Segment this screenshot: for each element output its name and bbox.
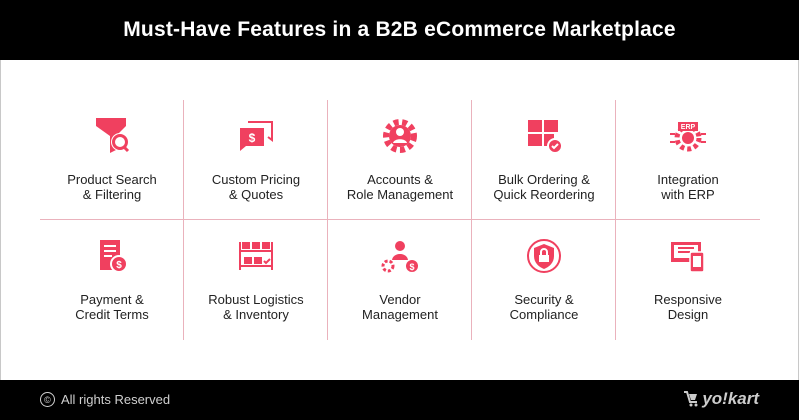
- feature-card: Accounts & Role Management: [328, 100, 472, 220]
- feature-card: Responsive Design: [616, 220, 760, 340]
- copyright-text: All rights Reserved: [61, 392, 171, 407]
- svg-text:ERP: ERP: [681, 124, 696, 131]
- svg-text:$: $: [116, 260, 122, 271]
- brand-logo: yo!kart: [683, 389, 759, 409]
- feature-card: $ Custom Pricing & Quotes: [184, 100, 328, 220]
- feature-grid: Product Search & Filtering $ Custom Pricin…: [40, 100, 760, 340]
- feature-label: Custom Pricing & Quotes: [211, 172, 301, 202]
- invoice-dollar-icon: $: [90, 234, 134, 278]
- header-bar: Must-Have Features in a B2B eCommerce Ma…: [0, 0, 799, 60]
- cart-icon: [684, 391, 698, 407]
- feature-label: Robust Logistics & Inventory: [208, 292, 304, 322]
- feature-label: Integration with ERP: [657, 172, 719, 202]
- feature-card: $ Payment & Credit Terms: [40, 220, 184, 340]
- shelf-boxes-icon: [234, 234, 278, 278]
- feature-label: Security & Compliance: [509, 292, 579, 322]
- feature-card: Bulk Ordering & Quick Reordering: [472, 100, 616, 220]
- funnel-search-icon: [90, 114, 134, 158]
- feature-card: Product Search & Filtering: [40, 100, 184, 220]
- feature-label: Accounts & Role Management: [346, 172, 454, 202]
- copyright-icon: ©: [40, 392, 55, 407]
- page-title: Must-Have Features in a B2B eCommerce Ma…: [123, 18, 676, 41]
- feature-label: Payment & Credit Terms: [75, 292, 149, 322]
- feature-card: Robust Logistics & Inventory: [184, 220, 328, 340]
- feature-card: Security & Compliance: [472, 220, 616, 340]
- feature-label: Bulk Ordering & Quick Reordering: [493, 172, 595, 202]
- erp-gear-icon: ERP: [666, 114, 710, 158]
- svg-text:$: $: [409, 262, 414, 272]
- price-chat-icon: $: [234, 114, 278, 158]
- feature-label: Vendor Management: [362, 292, 438, 322]
- feature-label: Product Search & Filtering: [67, 172, 157, 202]
- feature-card: ERP Integration with ERP: [616, 100, 760, 220]
- feature-card: $ Vendor Management: [328, 220, 472, 340]
- svg-text:$: $: [249, 131, 256, 145]
- shield-lock-icon: [522, 234, 566, 278]
- feature-label: Responsive Design: [654, 292, 722, 322]
- copyright: © All rights Reserved: [40, 392, 170, 407]
- logo-text: yo!kart: [702, 389, 759, 408]
- devices-icon: [666, 234, 710, 278]
- vendor-icon: $: [378, 234, 422, 278]
- boxes-check-icon: [522, 114, 566, 158]
- footer-bar: © All rights Reserved yo!kart: [0, 380, 799, 420]
- gear-user-icon: [378, 114, 422, 158]
